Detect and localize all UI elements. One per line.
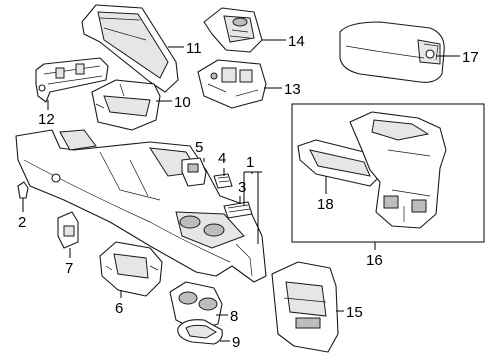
part-16-armrest-assembly [291,103,485,243]
callout-labels: 11 14 17 12 10 13 1 5 4 3 2 7 6 8 9 15 1… [18,33,479,351]
callout-9: 9 [232,334,240,351]
callout-7: 7 [65,260,73,277]
callout-6: 6 [115,300,123,317]
part-13-shifter-base [197,59,267,109]
part-14-shifter-bezel [203,7,263,53]
callout-11: 11 [186,40,202,57]
callout-5: 5 [195,139,203,156]
part-6-bracket [99,241,163,297]
part-12-console-bracket [35,57,109,103]
callout-12: 12 [38,111,55,128]
callout-14: 14 [288,33,305,50]
callout-10: 10 [174,94,191,111]
part-9-cup-mat [177,319,223,345]
callout-16: 16 [366,252,383,269]
part-18-tray [297,139,385,187]
callout-1: 1 [246,154,254,171]
callout-18: 18 [317,196,334,213]
callout-13: 13 [284,81,301,98]
callout-3: 3 [238,179,246,196]
part-4-switch [213,173,233,189]
callout-17: 17 [462,49,479,66]
part-7-bracket [57,211,79,249]
callout-2: 2 [18,214,26,231]
part-11-console-top-trim [81,4,179,93]
part-2-clip [17,181,29,199]
part-8-cup-holder [169,281,223,331]
part-10-storage-bin [91,79,161,131]
leader-lines [22,39,460,342]
part-5-switch [181,157,207,187]
part-15-rear-panel [271,261,339,353]
callout-8: 8 [230,308,238,325]
callout-4: 4 [218,150,226,167]
callout-15: 15 [346,304,363,321]
part-17-armrest-lid [339,21,445,83]
